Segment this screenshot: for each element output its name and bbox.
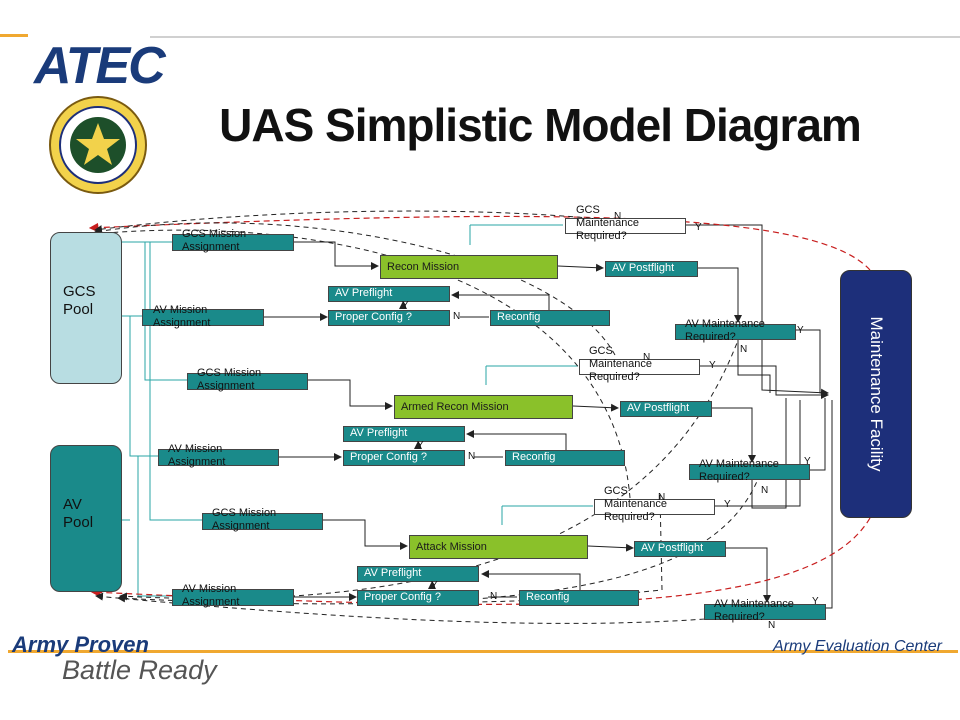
av-mission-assignment-box [158, 449, 279, 466]
no-label: N [658, 492, 666, 503]
footer-rule [8, 650, 958, 653]
footer-army-evaluation-center: Army Evaluation Center [773, 638, 942, 655]
gcs-mission-assignment-box [172, 234, 294, 251]
yes-label: Y [417, 440, 424, 451]
yes-label: Y [812, 596, 819, 607]
av-postflight-box: AV Postflight [620, 401, 712, 417]
proper-config-box: Proper Config ? [328, 310, 450, 326]
av-postflight-box: AV Postflight [634, 541, 726, 557]
gcs-maintenance-question-box [594, 499, 715, 515]
gcs-mission-assignment-box [187, 373, 308, 390]
av-mission-assignment-box [172, 589, 294, 606]
av-maintenance-question-box [704, 604, 826, 620]
av-postflight-box: AV Postflight [605, 261, 698, 277]
gcs-pool: GCS Pool [50, 232, 122, 384]
av-mission-assignment-label: AV Mission Assignment [153, 304, 211, 329]
av-maintenance-question-label: AV Maintenance Required? [714, 598, 794, 623]
no-label: N [614, 211, 622, 222]
mission-box: Recon Mission [380, 255, 558, 279]
yes-label: Y [804, 456, 811, 467]
gcs-mission-assignment-label: GCS Mission Assignment [197, 367, 262, 392]
gcs-maintenance-question-box [579, 359, 700, 375]
no-label: N [453, 311, 461, 322]
yes-label: Y [724, 499, 731, 510]
proper-config-box: Proper Config ? [357, 590, 479, 606]
no-label: N [740, 344, 748, 355]
army-evaluation-center-seal [49, 96, 147, 194]
reconfig-box: Reconfig [505, 450, 625, 466]
page-title: UAS Simplistic Model Diagram [219, 99, 862, 151]
no-label: N [643, 352, 651, 363]
av-maintenance-question-label: AV Maintenance Required? [699, 458, 779, 483]
gcs-mission-assignment-label: GCS Mission Assignment [182, 228, 247, 253]
gcs-maintenance-question-label: GCS Maintenance Required? [576, 204, 639, 242]
av-mission-assignment-box [142, 309, 264, 326]
atec-logo: ATEC [34, 37, 166, 95]
yes-label: Y [709, 360, 716, 371]
mission-box: Attack Mission [409, 535, 588, 559]
maintenance-facility [840, 270, 912, 518]
yes-label: Y [431, 580, 438, 591]
av-preflight-box: AV Preflight [357, 566, 479, 582]
no-label: N [490, 591, 498, 602]
gcs-mission-assignment-label: GCS Mission Assignment [212, 507, 277, 532]
av-mission-assignment-label: AV Mission Assignment [168, 443, 226, 468]
maintenance-facility-label: Maintenance Facility [867, 316, 886, 472]
av-preflight-box: AV Preflight [328, 286, 450, 302]
header-rule [150, 36, 960, 38]
gcs-maintenance-question-label: GCS Maintenance Required? [604, 485, 667, 523]
footer-army-proven: Army Proven [12, 632, 149, 657]
av-maintenance-question-box [689, 464, 810, 480]
gcs-mission-assignment-box [202, 513, 323, 530]
no-label: N [761, 485, 769, 496]
mission-box: Armed Recon Mission [394, 395, 573, 419]
yes-label: Y [402, 300, 409, 311]
av-preflight-box: AV Preflight [343, 426, 465, 442]
yes-label: Y [797, 325, 804, 336]
no-label: N [768, 620, 776, 631]
reconfig-box: Reconfig [490, 310, 610, 326]
av-maintenance-question-label: AV Maintenance Required? [685, 318, 765, 343]
header-accent-line [0, 34, 28, 37]
no-label: N [468, 451, 476, 462]
reconfig-box: Reconfig [519, 590, 639, 606]
gcs-maintenance-question-box [565, 218, 686, 234]
yes-label: Y [695, 222, 702, 233]
av-maintenance-question-box [675, 324, 796, 340]
footer-battle-ready: Battle Ready [62, 655, 217, 685]
av-pool: AV Pool [50, 445, 122, 592]
av-mission-assignment-label: AV Mission Assignment [182, 583, 240, 608]
proper-config-box: Proper Config ? [343, 450, 465, 466]
gcs-maintenance-question-label: GCS Maintenance Required? [589, 345, 652, 383]
